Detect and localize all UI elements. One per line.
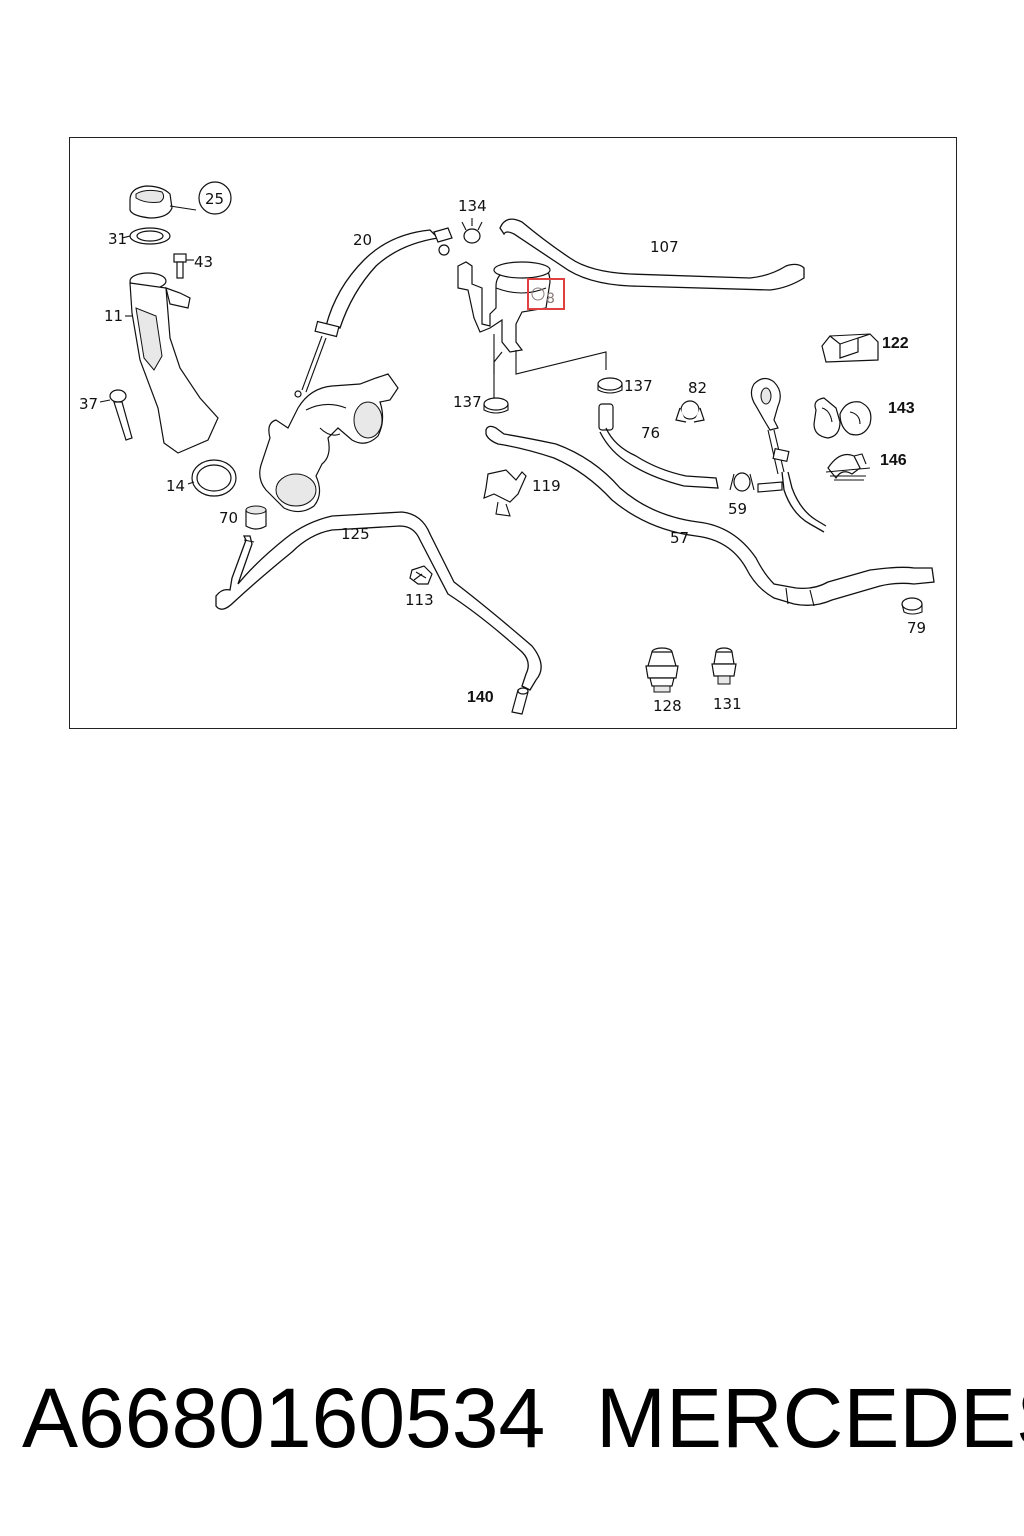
dipstick-tube-drawing xyxy=(729,377,827,533)
mount-131-drawing xyxy=(711,647,737,685)
label-59: 59 xyxy=(728,500,747,518)
parts-diagram: 25 31 43 11 37 14 70 20 134 107 8 122 13… xyxy=(79,181,935,715)
label-143: 143 xyxy=(888,400,915,417)
filler-neck-11-drawing xyxy=(125,272,219,454)
clip-113-drawing xyxy=(409,565,433,585)
clip-122-drawing xyxy=(821,333,879,363)
clamp-82-drawing xyxy=(675,400,705,423)
hose-57-drawing xyxy=(485,425,935,607)
brand-name: MERCEDES xyxy=(596,1371,1024,1465)
hose-125-drawing xyxy=(215,511,542,691)
label-37: 37 xyxy=(79,395,98,413)
clamp-137-upper-drawing xyxy=(597,377,623,394)
label-20: 20 xyxy=(353,231,372,249)
label-140: 140 xyxy=(467,689,494,706)
label-137-left: 137 xyxy=(453,393,482,411)
label-31: 31 xyxy=(108,230,127,248)
label-14: 14 xyxy=(166,477,185,495)
product-caption: A6680160534 MERCEDES xyxy=(0,1368,1024,1478)
label-25: 25 xyxy=(205,190,224,208)
label-131: 131 xyxy=(713,695,742,713)
o-ring-14-drawing xyxy=(187,459,237,497)
part-number: A6680160534 xyxy=(22,1371,546,1465)
label-8-highlighted: 8 xyxy=(546,291,555,307)
label-11: 11 xyxy=(104,307,123,325)
parts-diagram-frame: 25 31 43 11 37 14 70 20 134 107 8 122 13… xyxy=(69,137,957,729)
label-70: 70 xyxy=(219,509,238,527)
bolt-37-drawing xyxy=(99,389,133,441)
label-79: 79 xyxy=(907,619,926,637)
label-119: 119 xyxy=(532,477,561,495)
clamp-79-drawing xyxy=(901,597,923,615)
label-146: 146 xyxy=(880,452,907,469)
label-57: 57 xyxy=(670,529,689,547)
label-125: 125 xyxy=(341,525,370,543)
hose-76-drawing xyxy=(598,403,719,489)
label-122: 122 xyxy=(882,335,909,352)
bolt-43-drawing xyxy=(173,253,194,279)
label-76: 76 xyxy=(641,424,660,442)
label-107: 107 xyxy=(650,238,679,256)
grommet-70-drawing xyxy=(245,505,267,530)
clamp-137-lower-drawing xyxy=(483,390,509,414)
thermostat-housing-drawing xyxy=(259,373,399,513)
label-113: 113 xyxy=(405,591,434,609)
connector-140-drawing xyxy=(511,687,529,715)
clip-143-drawing xyxy=(813,397,872,439)
oil-filler-cap-drawing xyxy=(129,181,232,219)
label-137-right: 137 xyxy=(624,377,653,395)
bracket-119-drawing xyxy=(483,469,527,517)
label-128: 128 xyxy=(653,697,682,715)
hose-107-drawing xyxy=(499,218,805,291)
clamp-134-drawing xyxy=(461,218,483,244)
hose-20-drawing xyxy=(294,227,453,398)
label-43: 43 xyxy=(194,253,213,271)
label-134: 134 xyxy=(458,197,487,215)
seal-ring-31-drawing xyxy=(121,227,171,245)
clip-146-drawing xyxy=(825,453,871,481)
mount-128-drawing xyxy=(645,647,679,693)
label-82: 82 xyxy=(688,379,707,397)
oil-separator-8-drawing xyxy=(457,261,607,390)
